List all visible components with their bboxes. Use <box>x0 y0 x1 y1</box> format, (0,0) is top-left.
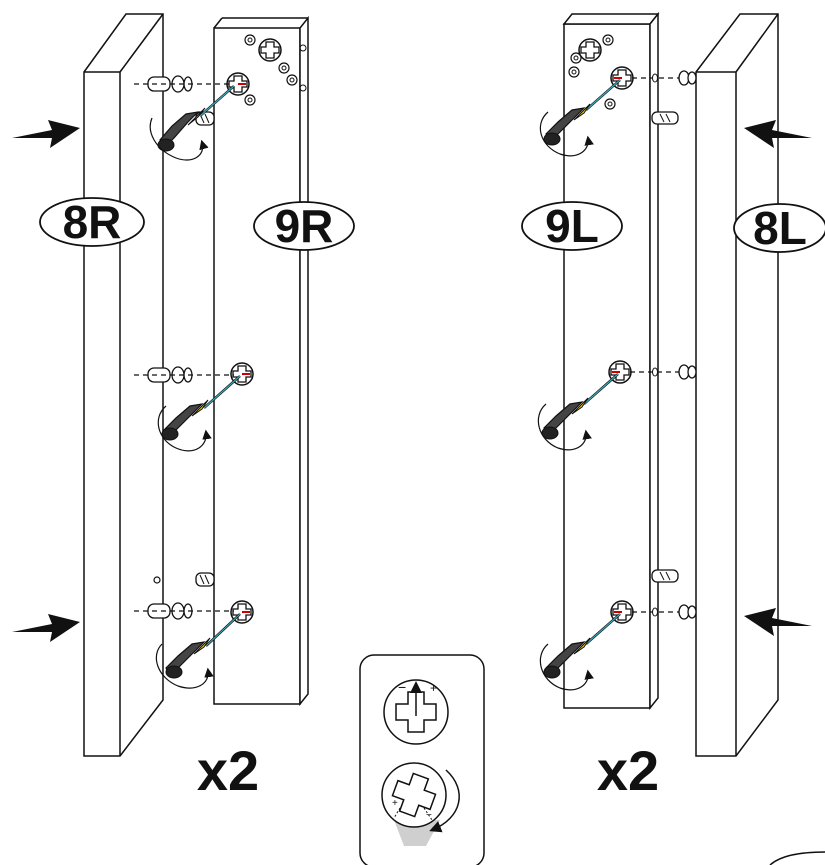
screwdriver-icon <box>539 79 621 157</box>
wood-dowel-icon <box>651 569 679 583</box>
cam-bolt-icon <box>630 364 697 380</box>
screwdriver-icon <box>537 373 619 451</box>
screwdriver-icon <box>539 613 621 691</box>
cam-lock-icon <box>226 72 250 96</box>
panel-label-8r: 8R <box>39 196 145 248</box>
panel-label-8l: 8L <box>733 202 825 254</box>
plus-sign-small: + <box>392 798 398 809</box>
push-arrow-icon <box>744 120 812 148</box>
panel-9l <box>562 11 660 711</box>
push-arrow-icon <box>12 614 80 642</box>
svg-text:8R: 8R <box>63 196 122 248</box>
cam-lock-icon <box>258 38 282 62</box>
panel-label-9l: 9L <box>521 200 623 252</box>
panel-label-9r: 9R <box>253 200 355 252</box>
svg-text:9L: 9L <box>545 200 599 252</box>
wood-dowel-icon <box>651 111 679 125</box>
cam-bolt-icon <box>134 366 234 384</box>
quantity-right: x2 <box>597 739 659 802</box>
svg-text:8L: 8L <box>753 202 807 254</box>
plus-sign: + <box>430 681 437 695</box>
cam-lock-rotation-icon: + − <box>381 762 460 846</box>
wood-dowel-icon <box>195 572 215 587</box>
cam-bolt-icon <box>134 602 234 620</box>
cam-lock-icon: − + <box>383 679 449 745</box>
screwdriver-icon <box>149 85 235 161</box>
cam-lock-icon <box>578 38 602 62</box>
corner-fragment <box>769 851 825 865</box>
minus-sign: − <box>398 679 406 695</box>
minus-sign-small: − <box>426 810 432 821</box>
panel-8r <box>83 13 164 757</box>
panel-8l <box>695 13 779 757</box>
panel-9r <box>213 15 309 707</box>
screwdriver-icon <box>157 375 241 452</box>
cam-bolt-icon <box>134 75 230 93</box>
screwdriver-icon <box>155 613 241 689</box>
cam-bolt-icon <box>632 70 697 86</box>
svg-text:9R: 9R <box>275 200 334 252</box>
push-arrow-icon <box>12 120 80 148</box>
push-arrow-icon <box>744 608 812 636</box>
legend-box: − + + − <box>359 654 485 865</box>
quantity-left: x2 <box>197 739 259 802</box>
cam-bolt-icon <box>632 604 697 620</box>
